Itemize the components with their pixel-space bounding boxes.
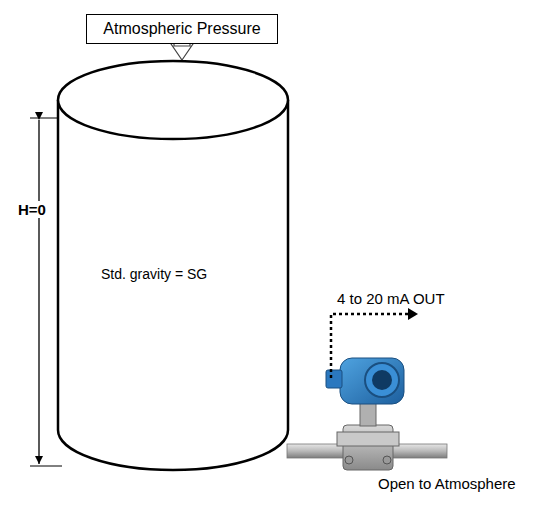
pressure-transmitter	[326, 358, 404, 470]
signal-label: 4 to 20 mA OUT	[337, 290, 445, 307]
fluid-label: Std. gravity = SG	[101, 266, 207, 282]
box-text: Atmospheric Pressure	[103, 20, 260, 38]
signal-line	[331, 308, 418, 378]
vent-label: Open to Atmosphere	[378, 475, 516, 492]
tank: Std. gravity = SG	[57, 60, 289, 470]
tank-outline	[57, 60, 289, 470]
height-label: H=0	[18, 201, 46, 218]
title-box: Atmospheric Pressure	[86, 14, 278, 44]
